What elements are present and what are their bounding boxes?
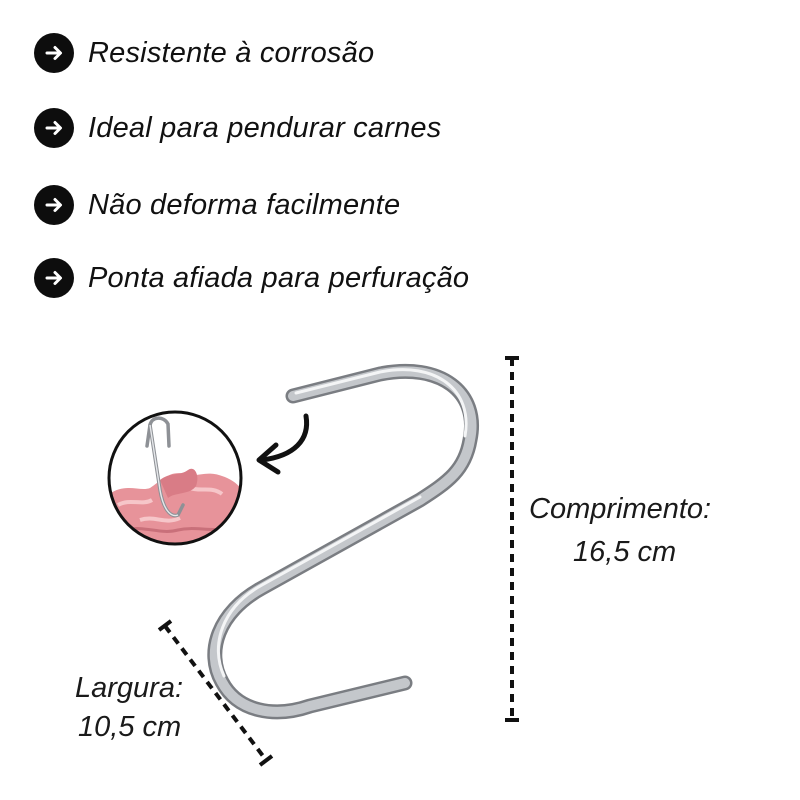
length-value: 16,5 cm [573, 536, 677, 568]
feature-text: Ponta afiada para perfuração [88, 261, 470, 294]
s-hook-image [207, 363, 479, 720]
length-dimension-line [505, 356, 519, 722]
feature-item: Resistente à corrosão [34, 33, 374, 73]
feature-item: Ponta afiada para perfuração [34, 258, 469, 298]
curved-arrow-icon [256, 413, 310, 475]
feature-item: Não deforma facilmente [34, 185, 400, 225]
length-label: Comprimento: [529, 493, 712, 525]
width-dimension-line [157, 619, 274, 767]
arrow-right-icon [34, 108, 74, 148]
width-value: 10,5 cm [78, 711, 182, 743]
width-label: Largura: [75, 672, 184, 704]
detail-circle-image [107, 410, 243, 546]
feature-text: Não deforma facilmente [88, 188, 401, 221]
arrow-right-icon [34, 185, 74, 225]
feature-text: Ideal para pendurar carnes [88, 111, 442, 144]
feature-item: Ideal para pendurar carnes [34, 108, 441, 148]
arrow-right-icon [34, 33, 74, 73]
arrow-right-icon [34, 258, 74, 298]
feature-text: Resistente à corrosão [88, 36, 375, 69]
